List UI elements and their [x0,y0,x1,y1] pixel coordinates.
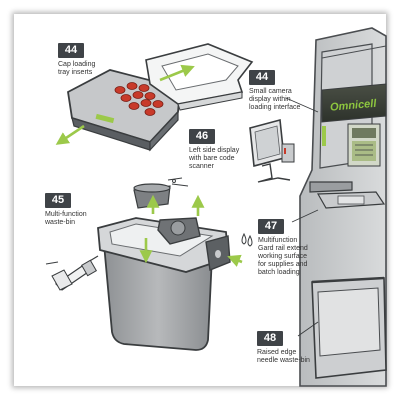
callout-label-camera-display: Small camera display within loading inte… [249,88,300,112]
needles [167,177,189,187]
label-line: with bare code [189,155,235,162]
loading-tray-frame [145,43,254,111]
label-line: tray inserts [58,69,93,76]
cabinet-display: Omnicell [321,83,387,123]
slot-indicator [322,126,326,146]
label-line: Multifunction [258,237,298,244]
label-line: Left side display [189,147,240,154]
cap-inserts [114,82,164,116]
label-line: scanner [189,163,214,170]
callout-label-waste-bin: Multi-function waste-bin [45,211,87,227]
label-line: Cap loading [58,61,96,68]
label-line: needle waste-bin [257,357,310,364]
left-side-display [249,118,295,183]
label-line: batch loading [258,269,300,276]
gard-rail-shelf [309,181,386,209]
callout-number-46: 46 [189,129,215,144]
label-line: waste-bin [45,219,75,226]
camera-display [347,123,381,167]
label-line: Raised edge [257,349,297,356]
label-line: loading interface [249,104,301,111]
leader-lines [285,97,319,337]
label-line: for supplies and [258,261,308,268]
label-line: working surface [258,253,308,260]
callout-label-gard-rail: Multifunction Gard rail extend working s… [258,237,308,277]
droplet-icons [241,232,253,247]
brand-logo: Omnicell [330,98,378,114]
callout-label-left-side-display: Left side display with bare code scanner [189,147,239,171]
callout-number-48: 48 [257,331,283,346]
needle-waste-bin [311,276,387,379]
multi-function-waste-bin [97,177,253,351]
callout-number-44-tray: 44 [58,43,84,58]
label-line: display within [249,96,291,103]
label-line: Small camera [249,88,292,95]
syringe-and-vial [45,255,99,291]
direction-arrows [55,64,243,267]
callout-label-needle-bin: Raised edge needle waste-bin [257,349,310,365]
label-line: Gard rail extend [258,245,308,252]
callout-label-tray-inserts: Cap loading tray inserts [58,61,95,77]
callout-number-47: 47 [258,219,284,234]
cap-loading-tray [67,69,181,152]
callout-number-44-camera: 44 [249,70,275,85]
callout-number-45: 45 [45,193,71,208]
dispensing-cabinet: Omnicell [299,27,387,387]
label-line: Multi-function [45,211,87,218]
